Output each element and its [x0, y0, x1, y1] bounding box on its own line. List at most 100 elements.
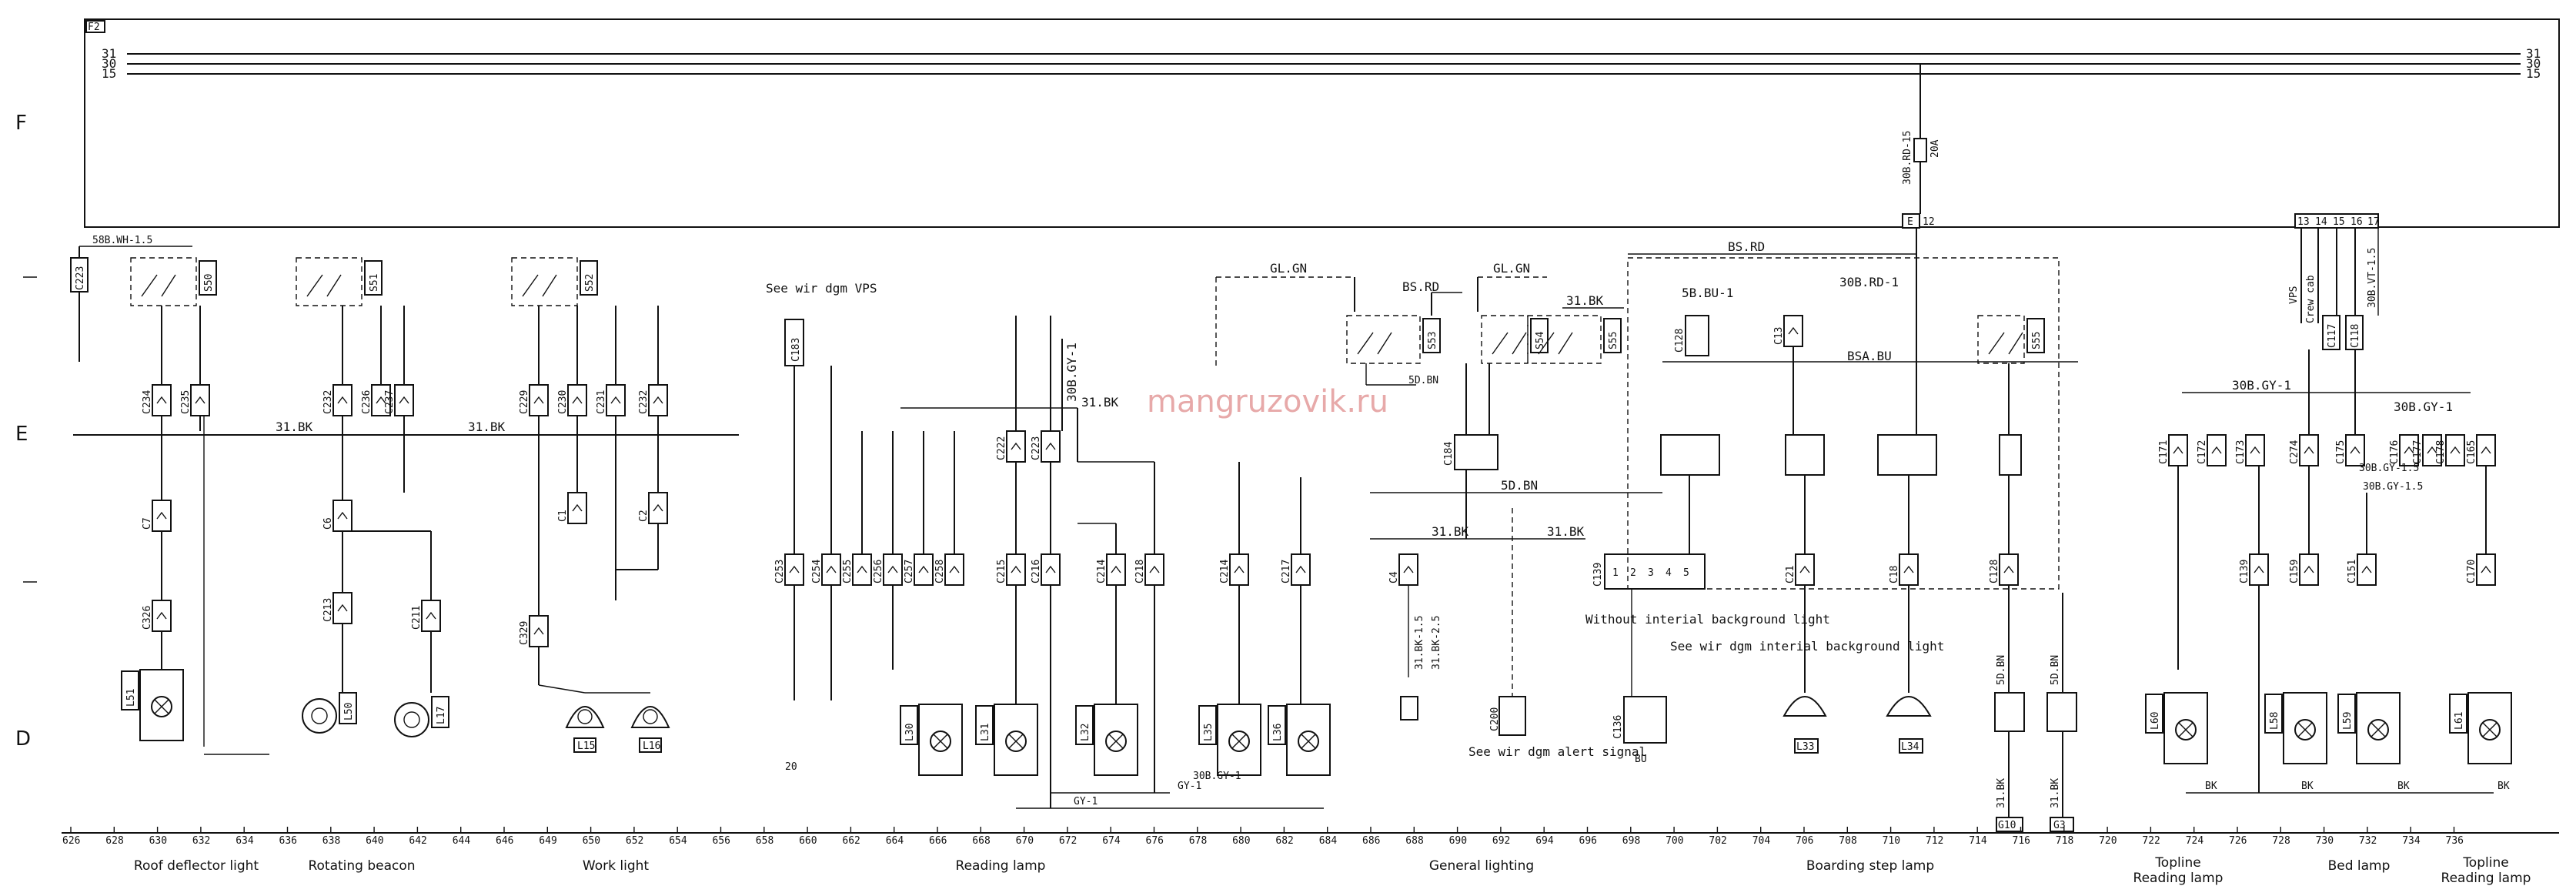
- connector: [2249, 553, 2269, 586]
- rail-label-30: 30: [102, 56, 116, 71]
- svg-text:2: 2: [1630, 567, 1636, 579]
- scale-label: 638: [322, 835, 340, 847]
- scale-label: 672: [1059, 835, 1077, 847]
- component-id: L32: [1080, 724, 1091, 741]
- wire-label: BS.RD: [1728, 239, 1765, 254]
- connector: [2445, 434, 2465, 466]
- scale-label: 702: [1709, 835, 1726, 847]
- svg-text:C165: C165: [2466, 440, 2477, 464]
- scale-label: 684: [1319, 835, 1338, 847]
- ground-label: G10: [1998, 820, 2016, 831]
- scale-label: 634: [236, 835, 254, 847]
- component-id: L61: [2454, 712, 2465, 730]
- svg-text:C172: C172: [2197, 440, 2208, 464]
- component-id: L35: [1203, 724, 1214, 741]
- svg-text:C177: C177: [2412, 440, 2424, 464]
- scale-label: 666: [929, 835, 947, 847]
- scale-label: 698: [1622, 835, 1640, 847]
- component-id: L50: [343, 703, 355, 720]
- fuse-connector: E: [1907, 216, 1913, 228]
- rail-label-30-right: 30: [2526, 56, 2541, 71]
- component-id: L51: [125, 689, 137, 707]
- connector: [2345, 434, 2365, 466]
- connector: [1899, 553, 1919, 586]
- connector: [1006, 553, 1026, 586]
- connector: [529, 384, 549, 416]
- wire-label: 5D.BN: [2050, 655, 2061, 685]
- svg-text:14: 14: [2315, 216, 2327, 228]
- svg-text:1: 1: [1612, 567, 1619, 579]
- crew-label-cab: Crew cab: [2305, 275, 2317, 323]
- svg-text:C254: C254: [811, 560, 823, 583]
- scale-label: 700: [1666, 835, 1683, 847]
- connector: [2422, 434, 2442, 466]
- scale-label: 706: [1796, 835, 1813, 847]
- connector: [883, 553, 903, 586]
- connector: [648, 492, 668, 524]
- crew-label-vps: VPS: [2288, 286, 2300, 304]
- wire-label: 31.BK: [276, 420, 313, 434]
- fuse-pin: 12: [1923, 216, 1935, 228]
- connector: [332, 592, 352, 624]
- wire-label: 31.BK: [2050, 778, 2061, 808]
- wire-label: BK: [2497, 781, 2510, 792]
- beacon-symbol: [394, 702, 429, 737]
- lamp-housing: [2283, 692, 2327, 764]
- svg-text:C214: C214: [1096, 560, 1108, 583]
- connector: [914, 553, 934, 586]
- svg-text:C139: C139: [1592, 563, 1604, 587]
- svg-text:C211: C211: [411, 606, 423, 630]
- beacon-symbol: [302, 698, 337, 734]
- svg-text:15: 15: [2333, 216, 2345, 228]
- wire-label: 31.BK: [468, 420, 506, 434]
- connector: [784, 553, 804, 586]
- wire-label: GY-1: [1074, 796, 1098, 807]
- svg-text:C258: C258: [934, 560, 946, 583]
- component-id: L17: [436, 707, 447, 724]
- svg-text:20: 20: [785, 761, 797, 773]
- scale-label: 632: [192, 835, 210, 847]
- svg-text:C218: C218: [1134, 560, 1146, 583]
- power-rails: 31 30 15 31 30 15: [102, 46, 2541, 81]
- wire-label: 31.BK: [1547, 524, 1585, 539]
- scale-label: 710: [1883, 835, 1900, 847]
- svg-text:C232: C232: [638, 390, 650, 414]
- svg-text:C159: C159: [2289, 560, 2300, 583]
- svg-text:C118: C118: [2350, 324, 2361, 348]
- lamp-housing: [2356, 692, 2401, 764]
- scale-label: 718: [2056, 835, 2073, 847]
- component-id: L16: [643, 741, 660, 752]
- connector: [190, 384, 210, 416]
- svg-text:C173: C173: [2235, 440, 2247, 464]
- wire-label: 31.BK: [1081, 395, 1119, 410]
- svg-text:C170: C170: [2466, 560, 2477, 583]
- wire-label: 30B.GY-1: [1064, 343, 1079, 402]
- svg-text:C257: C257: [904, 560, 915, 583]
- scale-label: 732: [2359, 835, 2377, 847]
- section-label: Reading lamp: [2133, 871, 2224, 886]
- switch-housing: [130, 257, 197, 306]
- scale-label: 682: [1275, 835, 1293, 847]
- scale-label: 674: [1102, 835, 1121, 847]
- svg-text:C229: C229: [519, 390, 530, 414]
- wire-label: GL.GN: [1493, 261, 1530, 276]
- connector: [332, 384, 352, 416]
- scale-label: 730: [2316, 835, 2334, 847]
- svg-text:C176: C176: [2389, 440, 2401, 464]
- scale-label: 642: [409, 835, 426, 847]
- svg-text:C236: C236: [361, 390, 373, 414]
- connector: [567, 492, 587, 524]
- scale-label: 654: [669, 835, 687, 847]
- svg-text:C234: C234: [142, 390, 153, 414]
- section-label: Reading lamp: [956, 858, 1046, 874]
- note-vps: See wir dgm VPS: [766, 281, 877, 296]
- wire-label: BSA.BU: [1847, 349, 1892, 363]
- rail-label-15: 15: [102, 66, 116, 81]
- svg-text:C215: C215: [996, 560, 1007, 583]
- svg-text:C117: C117: [2327, 324, 2338, 348]
- svg-text:C329: C329: [519, 621, 530, 645]
- connector: [421, 600, 441, 632]
- wire-label: 30B.GY-1.5: [2363, 481, 2423, 493]
- svg-text:4: 4: [1666, 567, 1672, 579]
- component-id: L15: [577, 741, 595, 752]
